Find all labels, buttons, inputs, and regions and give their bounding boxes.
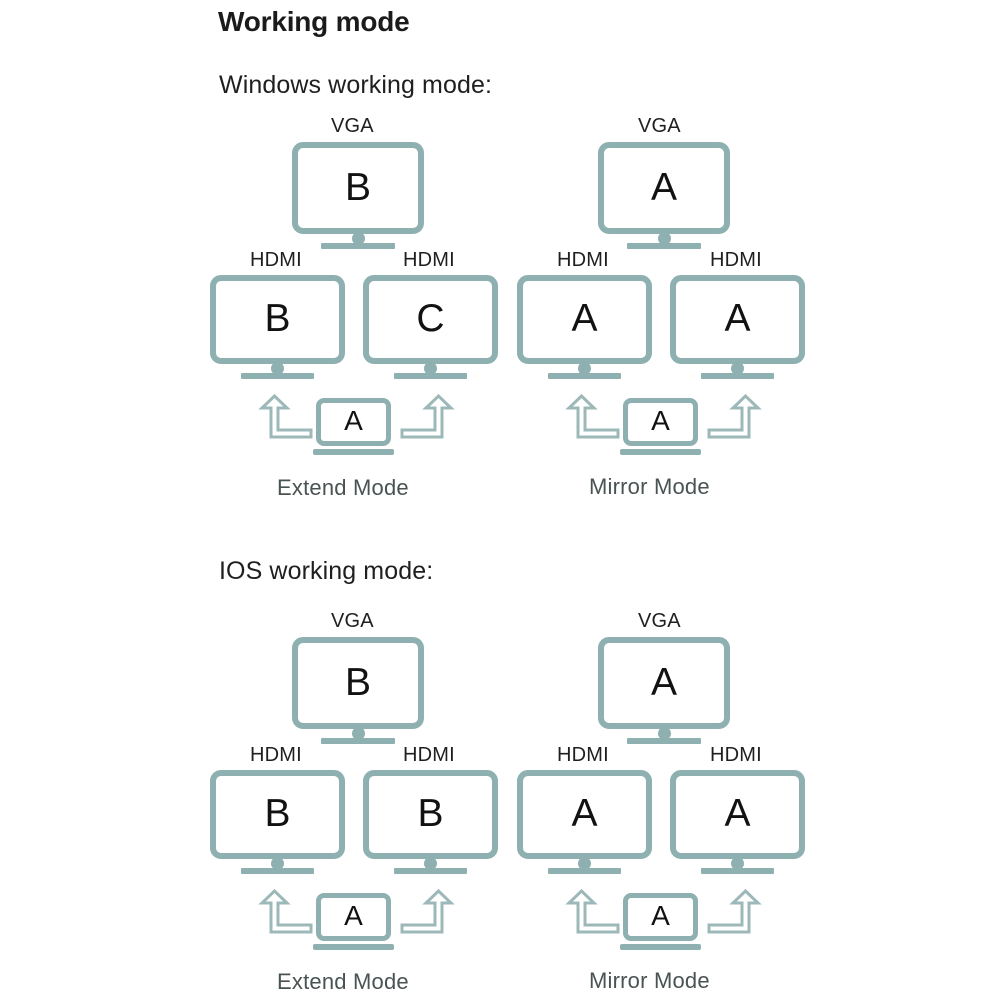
monitor-base bbox=[394, 868, 467, 874]
port-label-hdmi: HDMI bbox=[403, 249, 455, 271]
laptop-letter: A bbox=[344, 405, 363, 436]
monitor-screen: B bbox=[210, 275, 345, 364]
monitor-neck bbox=[271, 857, 284, 870]
monitor-screen: B bbox=[210, 770, 345, 859]
monitor-screen: A bbox=[598, 637, 730, 729]
monitor-letter: B bbox=[264, 792, 291, 835]
monitor-letter: A bbox=[724, 792, 751, 835]
monitor-vga: B bbox=[292, 142, 424, 256]
monitor-screen: A bbox=[517, 275, 652, 364]
section-heading-windows: Windows working mode: bbox=[219, 71, 493, 99]
port-label-vga: VGA bbox=[638, 115, 681, 137]
port-label-hdmi: HDMI bbox=[403, 744, 455, 766]
monitor-screen: B bbox=[292, 637, 424, 729]
monitor-base bbox=[548, 868, 621, 874]
monitor-neck bbox=[657, 727, 671, 740]
monitor-base bbox=[394, 373, 467, 379]
monitor-letter: A bbox=[571, 792, 598, 835]
monitor-base bbox=[627, 738, 701, 744]
port-label-hdmi: HDMI bbox=[710, 744, 762, 766]
laptop-letter: A bbox=[344, 900, 363, 931]
monitor-letter: A bbox=[724, 297, 751, 340]
port-label-hdmi: HDMI bbox=[710, 249, 762, 271]
mirror-arrow-right-icon bbox=[707, 889, 762, 934]
monitor-base bbox=[548, 373, 621, 379]
port-label-hdmi: HDMI bbox=[557, 744, 609, 766]
port-label-vga: VGA bbox=[331, 610, 374, 632]
monitor-letter: A bbox=[650, 165, 677, 209]
monitor-base bbox=[241, 868, 314, 874]
extend-arrow-left-icon bbox=[258, 394, 313, 439]
monitor-neck bbox=[731, 857, 744, 870]
monitor-screen: B bbox=[292, 142, 424, 234]
port-label-hdmi: HDMI bbox=[557, 249, 609, 271]
mode-label-extend: Extend Mode bbox=[277, 475, 409, 500]
monitor-neck bbox=[424, 362, 437, 375]
monitor-neck bbox=[657, 232, 671, 245]
monitor-vga: A bbox=[598, 142, 730, 256]
monitor-screen: C bbox=[363, 275, 498, 364]
monitor-letter: C bbox=[416, 297, 445, 340]
laptop-letter: A bbox=[651, 900, 670, 931]
monitor-neck bbox=[578, 362, 591, 375]
laptop-deck bbox=[620, 944, 701, 950]
monitor-hdmi-left: A bbox=[517, 770, 652, 882]
laptop-deck bbox=[313, 944, 394, 950]
monitor-neck bbox=[271, 362, 284, 375]
laptop-lid: A bbox=[316, 893, 391, 941]
monitor-hdmi-left: A bbox=[517, 275, 652, 387]
monitor-screen: A bbox=[670, 770, 805, 859]
monitor-letter: B bbox=[264, 297, 291, 340]
monitor-base bbox=[321, 738, 395, 744]
port-label-vga: VGA bbox=[638, 610, 681, 632]
monitor-hdmi-left: B bbox=[210, 275, 345, 387]
monitor-letter: A bbox=[571, 297, 598, 340]
page-title: Working mode bbox=[218, 6, 410, 37]
laptop-deck bbox=[313, 449, 394, 455]
mode-label-mirror: Mirror Mode bbox=[589, 968, 710, 993]
extend-arrow-right-icon bbox=[400, 889, 455, 934]
mode-label-extend: Extend Mode bbox=[277, 969, 409, 994]
port-label-hdmi: HDMI bbox=[250, 249, 302, 271]
monitor-letter: A bbox=[650, 660, 677, 704]
port-label-vga: VGA bbox=[331, 115, 374, 137]
monitor-neck bbox=[424, 857, 437, 870]
monitor-base bbox=[701, 373, 774, 379]
laptop-lid: A bbox=[623, 893, 698, 941]
monitor-vga: A bbox=[598, 637, 730, 751]
monitor-neck bbox=[351, 727, 365, 740]
monitor-base bbox=[701, 868, 774, 874]
mirror-arrow-left-icon bbox=[565, 889, 620, 934]
monitor-hdmi-right: C bbox=[363, 275, 498, 387]
laptop-letter: A bbox=[651, 405, 670, 436]
monitor-letter: B bbox=[344, 660, 371, 704]
monitor-neck bbox=[351, 232, 365, 245]
section-heading-ios: IOS working mode: bbox=[219, 557, 434, 585]
laptop-lid: A bbox=[316, 398, 391, 446]
laptop-lid: A bbox=[623, 398, 698, 446]
mirror-arrow-right-icon bbox=[707, 394, 762, 439]
extend-arrow-left-icon bbox=[258, 889, 313, 934]
monitor-screen: A bbox=[598, 142, 730, 234]
monitor-hdmi-right: A bbox=[670, 275, 805, 387]
monitor-hdmi-left: B bbox=[210, 770, 345, 882]
port-label-hdmi: HDMI bbox=[250, 744, 302, 766]
monitor-base bbox=[627, 243, 701, 249]
monitor-screen: A bbox=[517, 770, 652, 859]
laptop-deck bbox=[620, 449, 701, 455]
mirror-arrow-left-icon bbox=[565, 394, 620, 439]
monitor-hdmi-right: B bbox=[363, 770, 498, 882]
monitor-neck bbox=[731, 362, 744, 375]
monitor-neck bbox=[578, 857, 591, 870]
monitor-vga: B bbox=[292, 637, 424, 751]
monitor-hdmi-right: A bbox=[670, 770, 805, 882]
extend-arrow-right-icon bbox=[400, 394, 455, 439]
monitor-base bbox=[321, 243, 395, 249]
monitor-letter: B bbox=[344, 165, 371, 209]
mode-label-mirror: Mirror Mode bbox=[589, 474, 710, 499]
monitor-screen: A bbox=[670, 275, 805, 364]
monitor-letter: B bbox=[417, 792, 444, 835]
monitor-screen: B bbox=[363, 770, 498, 859]
monitor-base bbox=[241, 373, 314, 379]
